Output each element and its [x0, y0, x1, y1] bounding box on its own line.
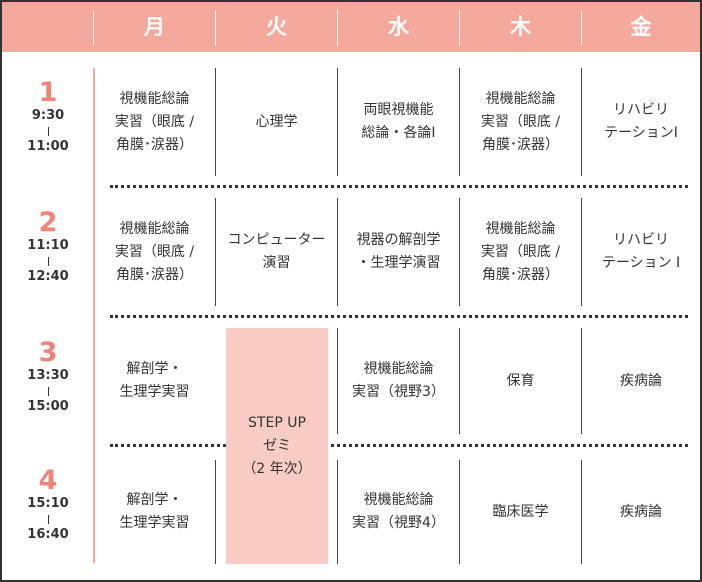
class-cell: 疾病論 — [620, 503, 662, 520]
column-divider — [581, 198, 582, 306]
column-divider — [215, 68, 216, 176]
column-divider — [337, 460, 338, 564]
row-divider — [110, 315, 688, 318]
header-divider — [215, 10, 216, 46]
class-cell: リハビリ テーションⅠ — [604, 102, 678, 141]
column-divider — [459, 198, 460, 306]
column-divider — [581, 68, 582, 176]
period-3-label: 3 13:30 15:00 — [2, 338, 94, 415]
day-monday: 月 — [144, 15, 165, 39]
class-cell: コンピューター 演習 — [227, 232, 326, 271]
day-friday: 金 — [630, 15, 652, 39]
class-cell: リハビリ テーション Ⅰ — [601, 232, 681, 271]
row-divider — [110, 444, 688, 447]
column-divider — [459, 328, 460, 434]
header-divider — [581, 10, 582, 46]
weekday-header: 月 火 水 木 金 — [2, 2, 700, 52]
class-cell: 視器の解剖学 ・生理学演習 — [356, 232, 441, 271]
class-cell: 視機能総論 実習（眼底 / 角膜･涙器） — [480, 220, 561, 283]
header-divider — [337, 10, 338, 46]
period-number: 2 — [38, 207, 58, 238]
class-cell: 心理学 — [255, 113, 298, 130]
period-4-label: 4 15:10 16:40 — [2, 466, 94, 543]
column-divider — [337, 68, 338, 176]
row-divider — [110, 185, 688, 188]
time-range-tick — [47, 387, 49, 396]
header-divider — [93, 10, 94, 46]
day-wednesday: 水 — [388, 15, 409, 39]
period-start-time: 11:10 — [27, 238, 69, 253]
period-number: 3 — [38, 337, 58, 368]
class-cell: 視機能総論 実習（眼底 / 角膜･涙器） — [114, 220, 195, 283]
period-number: 4 — [38, 465, 58, 496]
class-cell: 保育 — [506, 372, 535, 389]
column-divider — [215, 198, 216, 306]
column-divider — [337, 328, 338, 434]
class-cell: 視機能総論 実習（視野3） — [352, 361, 445, 400]
time-range-tick — [47, 127, 49, 136]
period-start-time: 9:30 — [31, 108, 65, 123]
period-end-time: 12:40 — [27, 269, 69, 284]
time-range-tick — [47, 515, 49, 524]
step-up-seminar-cell: STEP UP ゼミ （2 年次） — [226, 328, 328, 564]
class-cell: 疾病論 — [620, 372, 662, 389]
column-divider — [581, 460, 582, 564]
period-start-time: 13:30 — [27, 368, 69, 383]
time-range-tick — [47, 257, 49, 266]
class-cell: 解剖学・ 生理学実習 — [119, 361, 190, 400]
period-end-time: 11:00 — [27, 139, 69, 154]
period-column-rule — [93, 68, 95, 563]
period-start-time: 15:10 — [27, 496, 69, 511]
class-cell: 臨床医学 — [492, 503, 549, 520]
class-cell: 解剖学・ 生理学実習 — [119, 492, 190, 531]
class-cell: 視機能総論 実習（視野4） — [352, 492, 445, 531]
column-divider — [459, 68, 460, 176]
day-thursday: 木 — [510, 15, 531, 39]
column-divider — [337, 198, 338, 306]
column-divider — [581, 328, 582, 434]
class-cell: 視機能総論 実習（眼底 / 角膜･涙器） — [480, 90, 561, 153]
period-end-time: 15:00 — [27, 399, 69, 414]
class-cell: 視機能総論 実習（眼底 / 角膜･涙器） — [114, 90, 195, 153]
class-cell: 両眼視機能 総論・各論Ⅰ — [361, 102, 436, 141]
column-divider — [215, 460, 216, 564]
period-2-label: 2 11:10 12:40 — [2, 208, 94, 285]
period-number: 1 — [38, 77, 58, 108]
day-tuesday: 火 — [266, 15, 287, 39]
period-1-label: 1 9:30 11:00 — [2, 78, 94, 155]
header-divider — [459, 10, 460, 46]
column-divider — [459, 460, 460, 564]
period-end-time: 16:40 — [27, 527, 69, 542]
